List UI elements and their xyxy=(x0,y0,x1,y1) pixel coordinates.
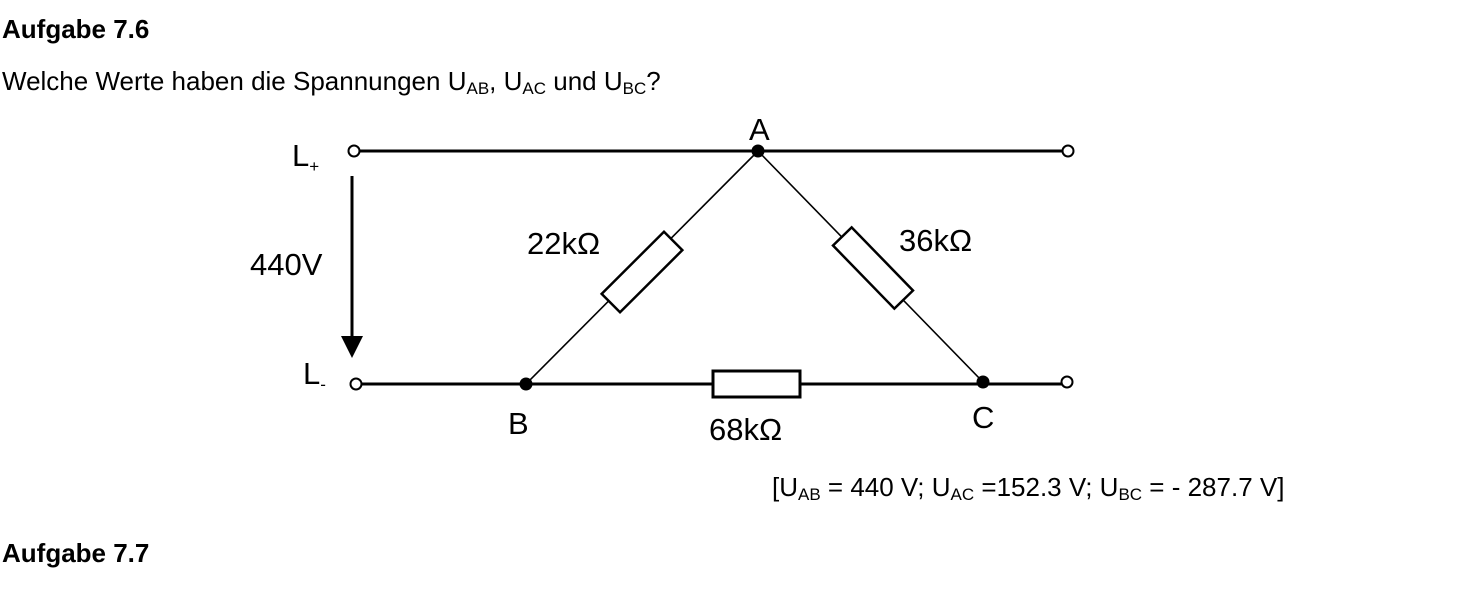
rail-top-sign: + xyxy=(309,157,319,176)
answer-text: [UAB = 440 V; UAC =152.3 V; UBC = - 287.… xyxy=(772,470,1284,504)
resistor-bc-label: 68kΩ xyxy=(709,412,782,447)
resistor-ac-label: 36kΩ xyxy=(899,223,972,258)
rail-bottom-left-terminal xyxy=(349,377,363,391)
rail-bottom-label: L- xyxy=(303,356,326,394)
rail-top-right-terminal xyxy=(1061,144,1075,158)
question-sep-1: , U xyxy=(489,66,523,96)
question-sep-2: und U xyxy=(546,66,623,96)
answer-sub-ac: AC xyxy=(950,485,975,504)
question-suffix: ? xyxy=(646,66,661,96)
resistor-ab-label: 22kΩ xyxy=(527,226,600,261)
task-7-7-title: Aufgabe 7.7 xyxy=(2,538,150,568)
node-b-dot xyxy=(519,377,533,391)
rail-bottom-sign: - xyxy=(320,375,326,394)
answer-part-3: = - 287.7 V] xyxy=(1142,472,1285,502)
rail-top-label: L+ xyxy=(292,138,319,176)
question-sub-ab: AB xyxy=(466,79,490,98)
answer-open: [U xyxy=(772,472,798,502)
node-c-label: C xyxy=(972,400,994,435)
question-sub-ac: AC xyxy=(522,79,547,98)
answer-part-2: =152.3 V; U xyxy=(974,472,1119,502)
supply-voltage-label: 440V xyxy=(250,247,323,282)
question-sub-bc: BC xyxy=(622,79,647,98)
rail-bottom-right-terminal xyxy=(1060,375,1074,389)
node-a-dot xyxy=(751,144,765,158)
node-a-label: A xyxy=(749,112,770,147)
answer-sub-ab: AB xyxy=(798,485,821,504)
resistor-ac xyxy=(831,225,915,311)
resistor-ab xyxy=(599,229,685,315)
answer-sub-bc: BC xyxy=(1118,485,1143,504)
task-7-6-question: Welche Werte haben die Spannungen UAB, U… xyxy=(2,64,661,98)
node-c-dot xyxy=(976,375,990,389)
question-prefix: Welche Werte haben die Spannungen U xyxy=(2,66,467,96)
resistor-bc xyxy=(711,369,802,399)
rail-top-left-terminal xyxy=(347,144,361,158)
node-b-label: B xyxy=(508,406,529,441)
answer-part-1: = 440 V; U xyxy=(820,472,951,502)
task-7-6-title: Aufgabe 7.6 xyxy=(2,14,150,44)
voltage-arrow-head xyxy=(341,336,363,358)
